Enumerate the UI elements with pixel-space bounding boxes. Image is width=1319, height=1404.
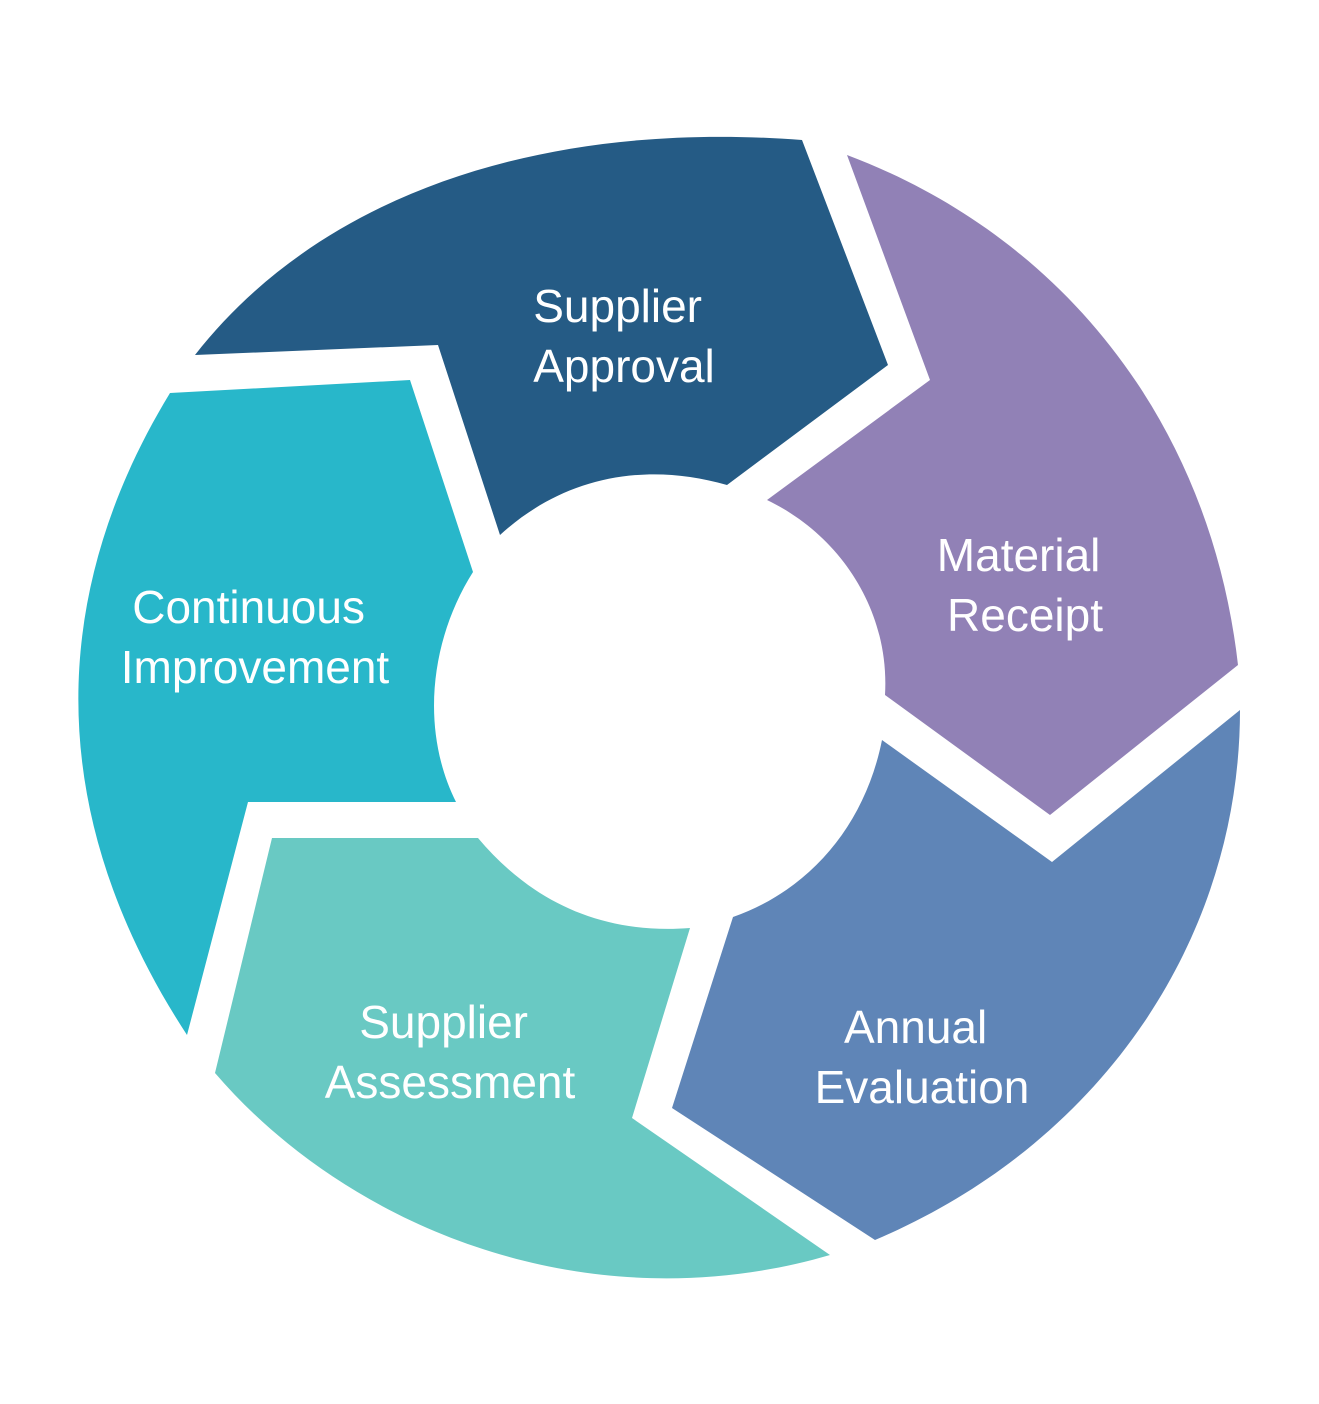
segment-material-receipt xyxy=(767,155,1238,815)
label-continuous-improvement-line2: Improvement xyxy=(121,641,390,693)
label-continuous-improvement-line1: Continuous xyxy=(132,581,365,633)
segment-continuous-improvement xyxy=(78,380,473,1035)
label-supplier-approval: Supplier Approval xyxy=(533,280,715,392)
label-supplier-approval-line1: Supplier xyxy=(533,280,702,332)
label-supplier-assessment-line1: Supplier xyxy=(359,996,528,1048)
label-supplier-approval-line2: Approval xyxy=(533,340,715,392)
label-annual-evaluation-line2: Evaluation xyxy=(815,1061,1030,1113)
label-material-receipt-line2: Receipt xyxy=(947,589,1103,641)
label-material-receipt-line1: Material xyxy=(937,529,1101,581)
label-annual-evaluation-line1: Annual xyxy=(844,1001,987,1053)
label-supplier-assessment-line2: Assessment xyxy=(325,1056,576,1108)
label-material-receipt: Material Receipt xyxy=(937,529,1113,641)
label-supplier-assessment: Supplier Assessment xyxy=(325,996,576,1108)
segment-supplier-assessment xyxy=(215,838,830,1279)
label-continuous-improvement: Continuous Improvement xyxy=(121,581,390,693)
segment-annual-evaluation xyxy=(672,710,1240,1240)
segment-supplier-approval xyxy=(195,136,888,536)
label-annual-evaluation: Annual Evaluation xyxy=(815,1001,1030,1113)
